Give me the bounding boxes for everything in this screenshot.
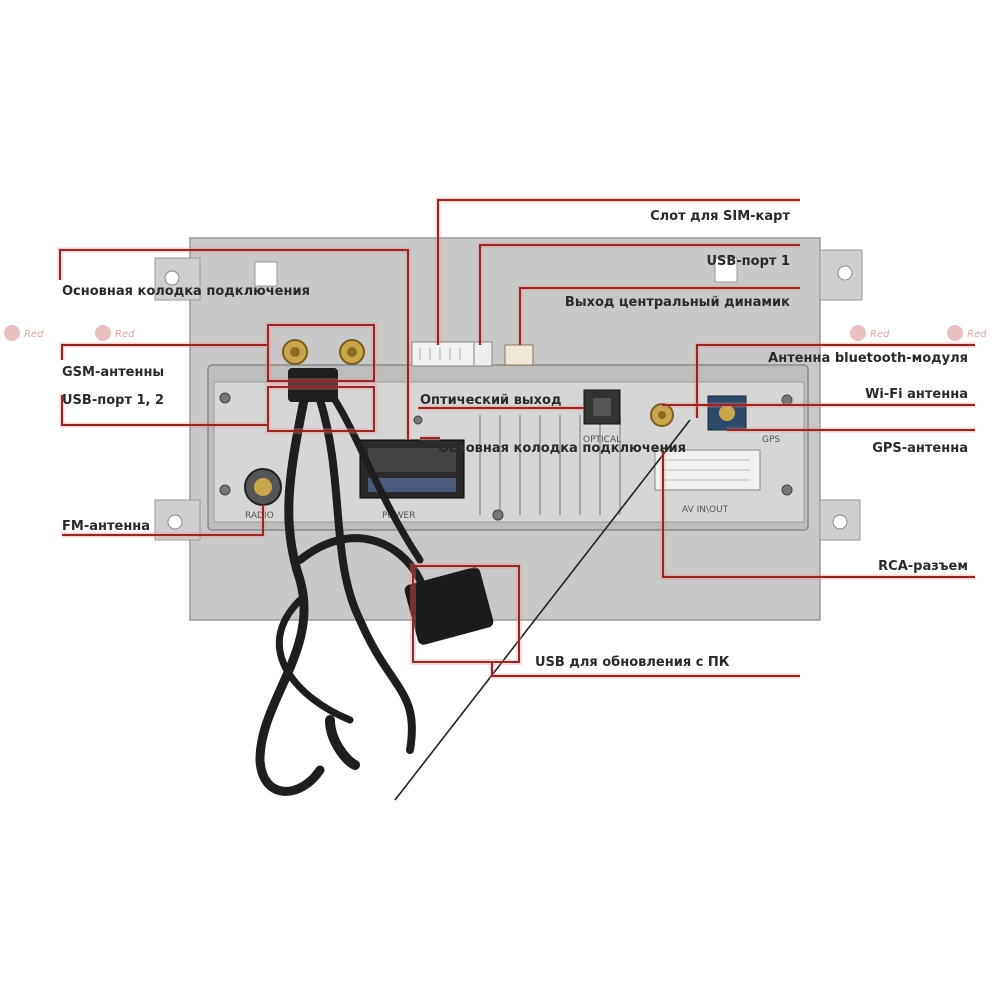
- watermark-logo: Red: [850, 325, 890, 341]
- gsm-highlight-box: [267, 324, 375, 382]
- label-center-speaker: Выход центральный динамик: [565, 295, 790, 310]
- highlight-boxes: [265, 322, 522, 665]
- label-wifi: Wi-Fi антенна: [865, 387, 968, 402]
- optical-marking: OPTICAL: [583, 435, 621, 445]
- power-marking: POWER: [382, 511, 415, 521]
- radio-marking: RADIO: [245, 511, 274, 521]
- leader-lines: [57, 197, 975, 679]
- callout-labels: Слот для SIM-карт USB-порт 1 Основная ко…: [62, 209, 968, 670]
- label-rca: RCA-разъем: [878, 559, 968, 574]
- label-gsm: GSM-антенны: [62, 365, 164, 380]
- leader-rca: [662, 450, 975, 578]
- leader-fm: [62, 505, 264, 536]
- label-usb-1-2: USB-порт 1, 2: [62, 393, 164, 408]
- leader-bluetooth: [696, 344, 975, 418]
- leader-usb-1-2: [61, 395, 268, 426]
- watermark-text: Red: [24, 329, 44, 340]
- watermark-logo: Red: [4, 325, 44, 341]
- leader-gsm: [61, 344, 268, 360]
- usb-highlight-box: [267, 386, 375, 432]
- gsm-antenna-connectors: [282, 339, 365, 365]
- label-usb-update: USB для обновления с ПК: [535, 655, 730, 670]
- label-bluetooth: Антенна bluetooth-модуля: [768, 351, 968, 366]
- usb-port-1-connector: [473, 341, 493, 367]
- leader-usb-update: [491, 662, 800, 677]
- label-main-connector: Основная колодка подключения: [62, 284, 310, 299]
- gps-marking: GPS: [762, 435, 780, 445]
- label-fm: FM-антенна: [62, 519, 150, 534]
- gsm-wire-antenna: [394, 419, 691, 801]
- watermark-text: Red: [967, 329, 987, 340]
- label-gps: GPS-антенна: [872, 441, 968, 456]
- usb-cable-bundle: [255, 390, 424, 796]
- watermark-logo: Red: [95, 325, 135, 341]
- leader-main-connector: [59, 249, 409, 440]
- label-sim-slot: Слот для SIM-карт: [650, 209, 790, 224]
- label-main-connector-2: Основная колодка подключения: [438, 441, 686, 456]
- av-marking: AV IN\OUT: [682, 505, 729, 515]
- label-optical: Оптический выход: [420, 393, 562, 408]
- fm-antenna-connector: RADIO: [244, 468, 282, 521]
- watermark-text: Red: [115, 329, 135, 340]
- sim-slot-connector: [411, 341, 475, 367]
- center-speaker-connector: [504, 344, 534, 366]
- watermark-logo: Red: [947, 325, 987, 341]
- leader-center-speaker: [519, 287, 800, 345]
- rca-av-connector: AV IN\OUT: [654, 449, 761, 515]
- leader-usb-port-1: [479, 244, 800, 345]
- usb-update-highlight-box: [412, 565, 520, 663]
- optical-output-connector: OPTICAL: [583, 389, 621, 445]
- usb-plug: [404, 567, 494, 645]
- label-usb-port-1: USB-порт 1: [706, 254, 790, 269]
- watermark-text: Red: [870, 329, 890, 340]
- usb-top-plug: [288, 368, 338, 402]
- leader-sim-slot: [437, 199, 800, 345]
